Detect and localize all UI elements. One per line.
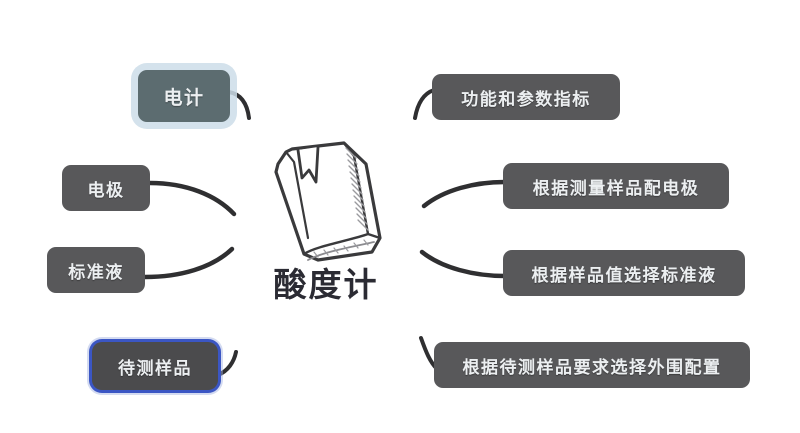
node-function-parameters-label: 功能和参数指标 [461,89,591,110]
node-select-peripheral-config[interactable]: 根据待测样品要求选择外围配置 [434,342,750,388]
node-electrode[interactable]: 电极 [62,165,150,211]
connector-electrode [147,180,237,217]
node-electrode-label: 电极 [87,180,125,201]
node-standard-solution-label: 标准液 [68,262,124,283]
connector-electrode-r [421,179,508,209]
node-dianji-label: 电计 [163,86,205,109]
node-select-standard-solution-label: 根据样品值选择标准液 [531,265,717,286]
node-select-peripheral-config-label: 根据待测样品要求选择外围配置 [462,357,722,378]
node-function-parameters[interactable]: 功能和参数指标 [432,74,620,120]
node-select-standard-solution[interactable]: 根据样品值选择标准液 [503,250,745,296]
node-match-electrode[interactable]: 根据测量样品配电极 [503,163,729,209]
connector-dianji [227,90,251,120]
node-test-sample[interactable]: 待测样品 [92,342,218,390]
node-standard-solution[interactable]: 标准液 [47,247,145,293]
book-icon [246,126,406,276]
node-match-electrode-label: 根据测量样品配电极 [532,178,700,199]
connector-standard [142,246,235,280]
center-title: 酸度计 [273,265,379,304]
connector-standard-r [419,249,508,279]
node-dianji[interactable]: 电计 [138,70,230,122]
node-test-sample-label: 待测样品 [118,358,192,379]
connector-sample [216,350,238,377]
